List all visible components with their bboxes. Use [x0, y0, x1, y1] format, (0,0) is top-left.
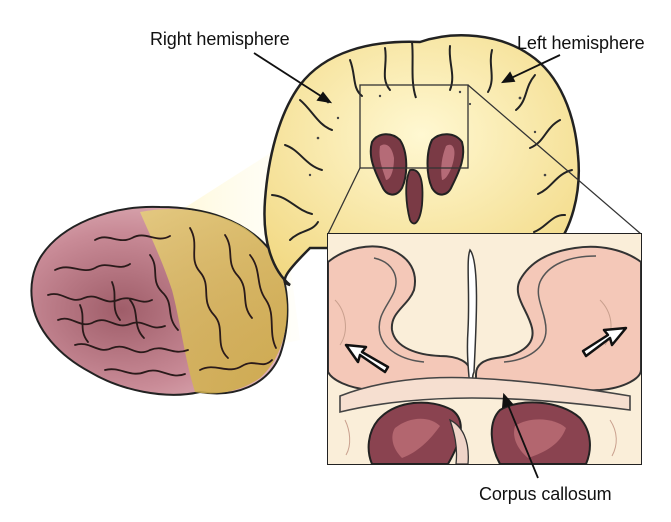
whole-brain-image [31, 207, 287, 395]
magnified-inset [328, 234, 641, 464]
left-hemisphere-label: Left hemisphere [517, 33, 645, 53]
corpus-callosum-label: Corpus callosum [479, 484, 612, 504]
right-hemisphere-label: Right hemisphere [150, 29, 289, 49]
